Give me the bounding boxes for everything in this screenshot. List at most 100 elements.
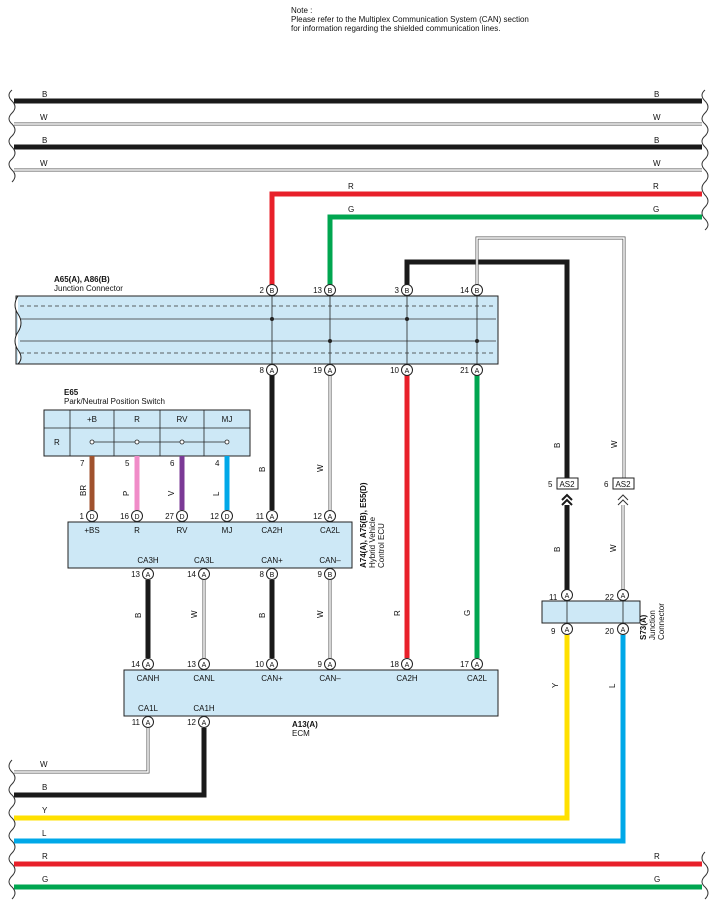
pin-connector-letter: B [328, 572, 333, 579]
pin-number: 8 [260, 570, 265, 579]
terminal-label: RV [177, 526, 189, 535]
wire-label: B [553, 443, 562, 448]
wire-label: G [348, 205, 354, 214]
pin-circle [142, 716, 154, 728]
pin-connector-letter: A [270, 514, 275, 521]
bus-label: W [653, 113, 661, 122]
pin-number: 2 [260, 286, 265, 295]
pin-circle [471, 284, 483, 296]
pin-circle [324, 510, 336, 522]
terminal-label: CA2L [320, 526, 341, 535]
wire-label: B [258, 467, 267, 472]
pin-connector-letter: A [146, 572, 151, 579]
pin-connector-letter: B [270, 288, 275, 295]
top-bus: B B W W B B W W [8, 89, 709, 231]
pin-terminal: B3 [395, 284, 413, 296]
pin-connector-letter: A [146, 720, 151, 727]
pin-number: 7 [80, 459, 85, 468]
wire-w [14, 728, 150, 774]
terminal-label: +BS [84, 526, 99, 535]
note-line-2: for information regarding the shielded c… [291, 24, 501, 33]
switch-header: RV [177, 415, 189, 424]
junction-lower-wires: B W R G [258, 374, 480, 658]
pin-number: 10 [255, 660, 264, 669]
terminal-label: CA2H [396, 674, 418, 683]
component-name: A65(A), A86(B) [54, 275, 110, 284]
terminal-label: CA3L [194, 556, 215, 565]
pin-terminal: A13 [187, 658, 210, 670]
pin-terminal: A14 [187, 568, 210, 580]
pin-number: 18 [390, 660, 399, 669]
pin-connector-letter: A [475, 368, 480, 375]
switch-header: +B [87, 415, 97, 424]
pin-connector-letter: B [475, 288, 480, 295]
pin-connector-letter: A [328, 662, 333, 669]
wire-b [14, 728, 207, 798]
pin-number: 6 [170, 459, 175, 468]
pin-number: 13 [131, 570, 140, 579]
pin-connector-letter: A [621, 627, 626, 634]
pin-terminal: A [561, 589, 573, 601]
wire-g [327, 214, 702, 286]
component-name: A13(A) [292, 720, 318, 729]
connector-as2 [556, 477, 579, 490]
terminal-label: R [134, 526, 140, 535]
pin-circle [266, 568, 278, 580]
pin-terminal: A9 [318, 658, 336, 670]
component-desc: Junction [648, 610, 657, 640]
bus-label: G [654, 875, 660, 884]
wire-label: G [653, 205, 659, 214]
wire-b [404, 259, 570, 478]
note-title: Note : [291, 6, 313, 15]
wire-label: P [122, 491, 131, 496]
pin-connector-letter: A [202, 662, 207, 669]
pin-circle [142, 568, 154, 580]
s73-caption: S73(A) Junction Connector [639, 603, 666, 640]
wire-label: BR [79, 485, 88, 496]
pin-terminal: A 13 [131, 568, 154, 580]
terminal-label: MJ [222, 526, 233, 535]
wire-label: R [348, 182, 354, 191]
pin-number: 19 [313, 366, 322, 375]
pin-terminal: D1 [80, 510, 98, 522]
junction-box [15, 295, 499, 365]
pin-number: 14 [187, 570, 196, 579]
pin-circle [131, 510, 143, 522]
pin-circle [324, 284, 336, 296]
wire-label: B [134, 613, 143, 618]
terminal-label: CANH [137, 674, 160, 683]
pin-connector-letter: A [405, 368, 410, 375]
pin-number: 20 [605, 627, 614, 636]
pin-number: 9 [318, 570, 323, 579]
pin-number: 12 [313, 512, 322, 521]
wire-label: W [316, 610, 325, 618]
terminal-label: CA1L [138, 704, 159, 713]
pin-connector-letter: A [475, 662, 480, 669]
pin-circle [324, 568, 336, 580]
pin-number: 5 [125, 459, 130, 468]
pin-terminal: D12 [210, 510, 233, 522]
pin-terminal: A10 [255, 658, 278, 670]
wire-label: W [609, 544, 618, 552]
bus-label: Y [42, 806, 48, 815]
pin-terminal: A10 [390, 364, 413, 376]
pin-circle [198, 716, 210, 728]
wire-label: W [610, 440, 619, 448]
pin-circle [266, 364, 278, 376]
pin-number: 22 [605, 593, 614, 602]
bus-label: W [653, 159, 661, 168]
pin-number: 17 [460, 660, 469, 669]
pin-circle [142, 658, 154, 670]
pin-number: 14 [460, 286, 469, 295]
connector-chevron [617, 494, 629, 506]
wire-label: W [316, 464, 325, 472]
pin-number: 12 [210, 512, 219, 521]
pin-terminal: A19 [313, 364, 336, 376]
component-name: E65 [64, 388, 79, 397]
as2-feed-wires: B W [404, 236, 626, 478]
wire-label: B [553, 547, 562, 552]
terminal-label: CAN– [319, 556, 341, 565]
ecu-box [67, 521, 353, 569]
pin-circle [401, 364, 413, 376]
